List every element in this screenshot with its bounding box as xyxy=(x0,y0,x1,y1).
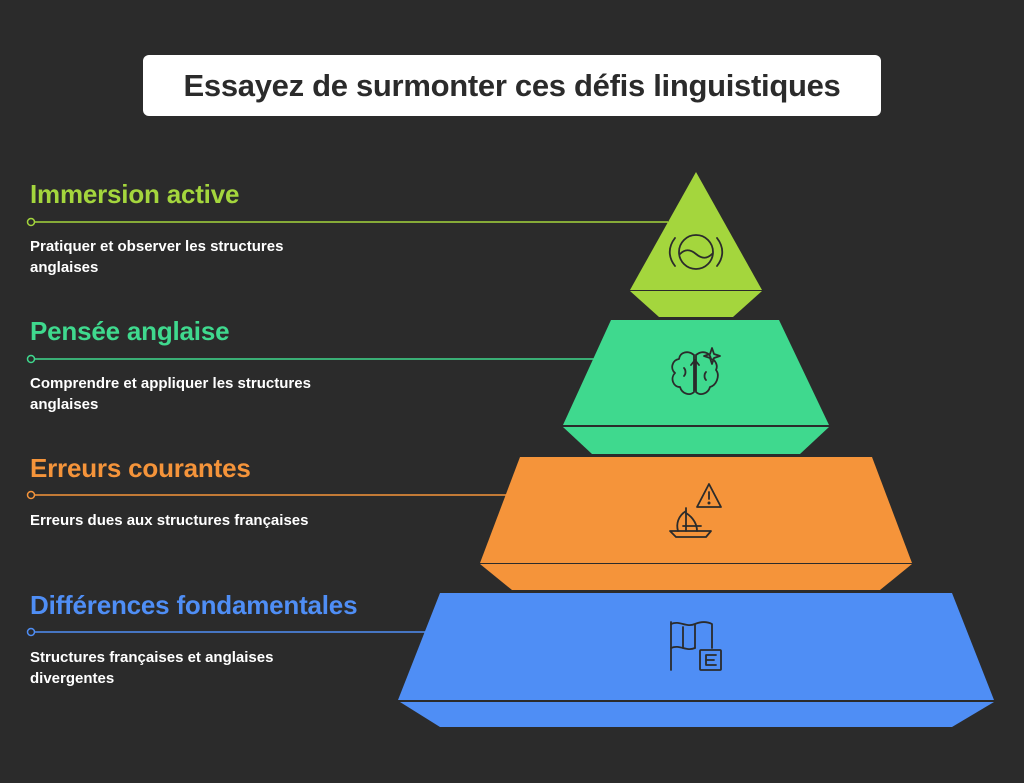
level-title-differences: Différences fondamentales xyxy=(30,590,358,620)
level-desc-erreurs: Erreurs dues aux structures françaises xyxy=(30,512,309,529)
wave-circle-icon xyxy=(668,234,724,270)
level-title-pensee: Pensée anglaise xyxy=(30,316,230,346)
pyramid-tier-differences xyxy=(398,593,994,727)
title-banner: Essayez de surmonter ces défis linguisti… xyxy=(143,55,881,116)
level-title-erreurs: Erreurs courantes xyxy=(30,453,251,483)
level-title-immersion: Immersion active xyxy=(30,179,240,209)
pyramid-tier-immersion xyxy=(630,172,762,317)
page-title: Essayez de surmonter ces défis linguisti… xyxy=(183,67,841,103)
connector-differences xyxy=(26,627,442,637)
level-desc-pensee: Comprendre et appliquer les structures a… xyxy=(30,375,311,413)
pyramid-tier-erreurs xyxy=(480,457,912,590)
level-desc-immersion: Pratiquer et observer les structures ang… xyxy=(30,238,284,276)
level-desc-differences: Structures françaises et anglaises diver… xyxy=(30,649,274,687)
connector-immersion xyxy=(26,217,668,227)
warning-ship-icon xyxy=(669,483,722,538)
connector-erreurs xyxy=(26,490,522,500)
brain-sparkle-icon xyxy=(671,347,721,395)
connector-pensee xyxy=(26,354,598,364)
flag-e-icon xyxy=(670,621,722,671)
